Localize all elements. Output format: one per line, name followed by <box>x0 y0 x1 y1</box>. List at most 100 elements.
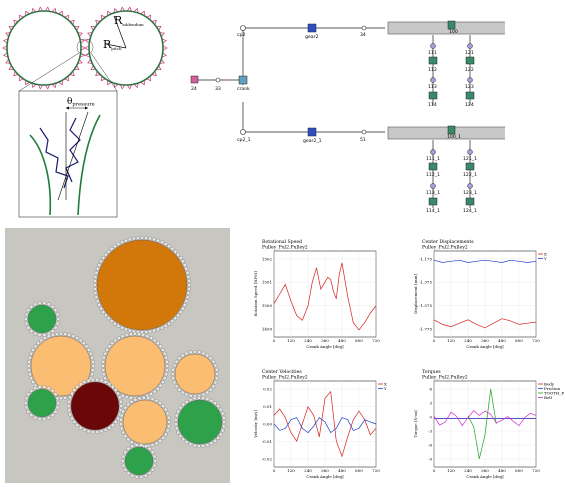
belt-link <box>101 310 106 314</box>
mesh-highlight-circle <box>76 38 94 56</box>
left-gear-tooth <box>69 19 75 25</box>
right-gear <box>84 6 168 90</box>
belt-link <box>152 237 157 242</box>
belt-link <box>29 413 34 418</box>
belt-link <box>54 332 59 336</box>
belt-link <box>129 399 134 404</box>
node-123-1-icon[interactable] <box>467 183 473 189</box>
node-100-label: 100 <box>449 29 458 35</box>
pulley-green-lower-left[interactable] <box>23 385 61 421</box>
node-121-1-icon[interactable] <box>467 149 473 155</box>
node-100-1-icon[interactable] <box>447 125 456 135</box>
belt-link <box>27 355 32 360</box>
belt-link <box>152 328 157 333</box>
belt-link <box>27 372 32 377</box>
belt-block-top[interactable] <box>387 21 505 35</box>
belt-link <box>93 278 97 283</box>
center-velocities-ytick-label: -0.02 <box>262 456 273 461</box>
belt-link <box>180 259 185 264</box>
belt-link <box>201 351 206 356</box>
pulley-green-bottom[interactable] <box>120 443 158 479</box>
belt-link <box>158 383 163 388</box>
node-33-icon[interactable] <box>215 77 221 83</box>
belt-link <box>91 359 95 364</box>
belt-link <box>146 396 151 400</box>
left-gear-tooth <box>25 80 30 86</box>
torques-ylabel: Torque [N-m] <box>413 410 418 438</box>
belt-link <box>197 395 201 400</box>
node-114-1-icon[interactable] <box>428 197 438 206</box>
center-displacements-legend-label: Y <box>543 256 547 261</box>
belt-link <box>150 450 155 455</box>
belt-link <box>154 441 159 446</box>
belt-link <box>95 430 100 435</box>
belt-link <box>220 428 225 433</box>
rotational-speed-title: Rotational Speed <box>262 239 302 245</box>
node-123-icon[interactable] <box>467 77 473 83</box>
left-gear-tooth <box>44 84 50 90</box>
belt-link <box>33 331 38 336</box>
node-122-icon[interactable] <box>465 56 475 65</box>
belt-link <box>182 263 187 267</box>
left-gear-tooth <box>64 76 70 82</box>
pulley-peach-right-disc <box>174 353 216 395</box>
node-24-icon[interactable] <box>190 75 199 84</box>
pulley-peach-center[interactable] <box>100 331 170 401</box>
node-51-icon[interactable] <box>361 129 367 135</box>
pulley-peach-right[interactable] <box>170 349 220 399</box>
node-113-icon[interactable] <box>430 77 436 83</box>
node-gear2-1-icon[interactable] <box>307 127 317 137</box>
belt-link <box>101 359 105 364</box>
belt-link <box>188 350 193 355</box>
node-124-1-icon[interactable] <box>465 197 475 206</box>
right-gear-tooth <box>84 52 91 58</box>
node-cp2-1-icon[interactable] <box>240 129 246 135</box>
3d-viewport[interactable] <box>5 228 230 483</box>
node-112-1-icon[interactable] <box>428 162 438 171</box>
belt-link <box>216 436 221 440</box>
center-velocities-legend-label: X <box>384 381 387 386</box>
node-crank-icon[interactable] <box>238 75 248 85</box>
left-gear-tooth <box>51 7 57 14</box>
belt-link <box>68 395 73 400</box>
node-122-1-icon[interactable] <box>465 162 475 171</box>
node-100-icon[interactable] <box>447 20 456 30</box>
gear-arc-left <box>29 134 52 216</box>
node-34-icon[interactable] <box>361 25 367 31</box>
pulley-large-orange[interactable] <box>92 235 192 335</box>
belt-link <box>101 355 106 360</box>
belt-link <box>176 430 181 435</box>
belt-link <box>178 434 183 439</box>
node-111-icon[interactable] <box>430 43 436 49</box>
center-velocities-subtitle: Pulley_Pul2.Pulley2 <box>262 375 308 381</box>
node-113-1-icon[interactable] <box>430 183 436 189</box>
belt-link <box>123 467 128 472</box>
node-121-icon[interactable] <box>467 43 473 49</box>
node-111-1-icon[interactable] <box>430 149 436 155</box>
belt-link <box>23 317 28 321</box>
belt-link <box>91 368 95 373</box>
node-124-icon[interactable] <box>465 91 475 100</box>
belt-link <box>170 372 175 376</box>
node-cp2-icon[interactable] <box>240 25 246 31</box>
belt-link <box>39 338 44 343</box>
pulley-maroon[interactable] <box>66 377 124 435</box>
right-gear-tooth <box>140 80 145 86</box>
pulley-peach-lower[interactable] <box>118 395 172 449</box>
belt-link <box>176 409 181 414</box>
node-123-1-label: 123_1 <box>463 190 477 196</box>
belt-link <box>192 443 197 448</box>
pulley-green-right[interactable] <box>173 395 227 449</box>
belt-link <box>161 404 166 408</box>
belt-link <box>120 459 125 463</box>
belt-link <box>42 417 47 421</box>
belt-link <box>152 463 157 468</box>
node-gear2-icon[interactable] <box>307 23 317 33</box>
pulley-green-upper-left[interactable] <box>23 301 61 337</box>
belt-link <box>46 415 51 420</box>
belt-link <box>126 437 131 442</box>
node-114-icon[interactable] <box>428 91 438 100</box>
block-nodes: cp2 gear2 34 100 111 112 113 114 121 122 <box>190 20 477 214</box>
left-gear <box>2 6 86 90</box>
node-112-icon[interactable] <box>428 56 438 65</box>
